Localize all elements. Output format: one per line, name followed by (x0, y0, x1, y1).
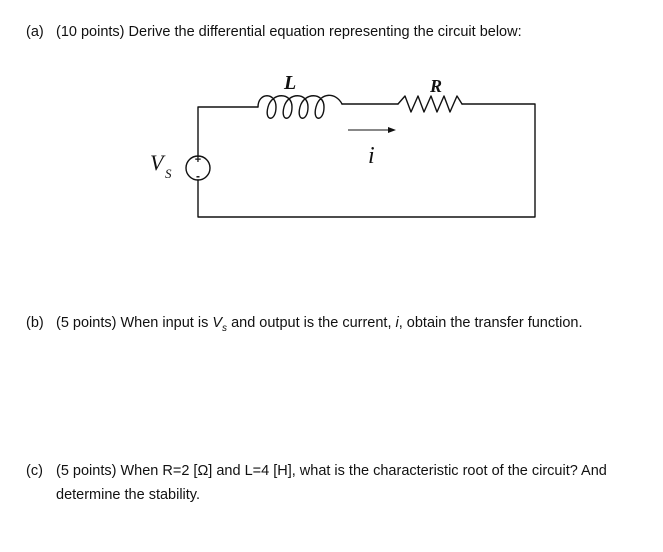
source-label-sub: S (165, 166, 172, 181)
resistor-label: R (429, 76, 442, 96)
question-c-text-line2: determine the stability. (56, 487, 200, 503)
question-a-label: (a) (26, 24, 44, 40)
question-b-text-3: , obtain the transfer function. (398, 315, 583, 331)
question-b-text-2: and output is the current, (231, 315, 392, 331)
current-label: i (368, 143, 375, 169)
wire-right-bottom (197, 103, 536, 218)
question-a-text: Derive the differential equation represe… (128, 24, 522, 40)
question-b-output-var: i (395, 315, 399, 331)
voltage-source-circle (185, 155, 211, 181)
question-b-label: (b) (26, 315, 44, 331)
question-a-points: (10 points) (56, 24, 125, 40)
current-arrow (348, 127, 396, 133)
inductor-label: L (283, 72, 296, 94)
question-b: (b) (5 points) When input is Vs and outpu… (26, 311, 646, 341)
source-plus-sign: + (195, 154, 201, 166)
wire-top-left (197, 106, 259, 158)
question-b-text-1: When input is (120, 315, 209, 331)
question-c-text-line1: When R=2 [Ω] and L=4 [H], what is the ch… (120, 463, 607, 479)
source-minus-sign: - (196, 169, 200, 183)
question-b-points: (5 points) (56, 315, 117, 331)
question-b-input-var: Vs (212, 315, 228, 334)
question-c-points: (5 points) (56, 463, 117, 479)
resistor-zigzag (397, 95, 463, 113)
question-c-label: (c) (26, 463, 43, 479)
question-c: (c) (5 points) When R=2 [Ω] and L=4 [H], … (26, 459, 646, 507)
inductor-coil (257, 94, 343, 119)
question-a: (a) (10 points) Derive the differential e… (26, 20, 646, 44)
source-label-main: V (150, 150, 166, 175)
